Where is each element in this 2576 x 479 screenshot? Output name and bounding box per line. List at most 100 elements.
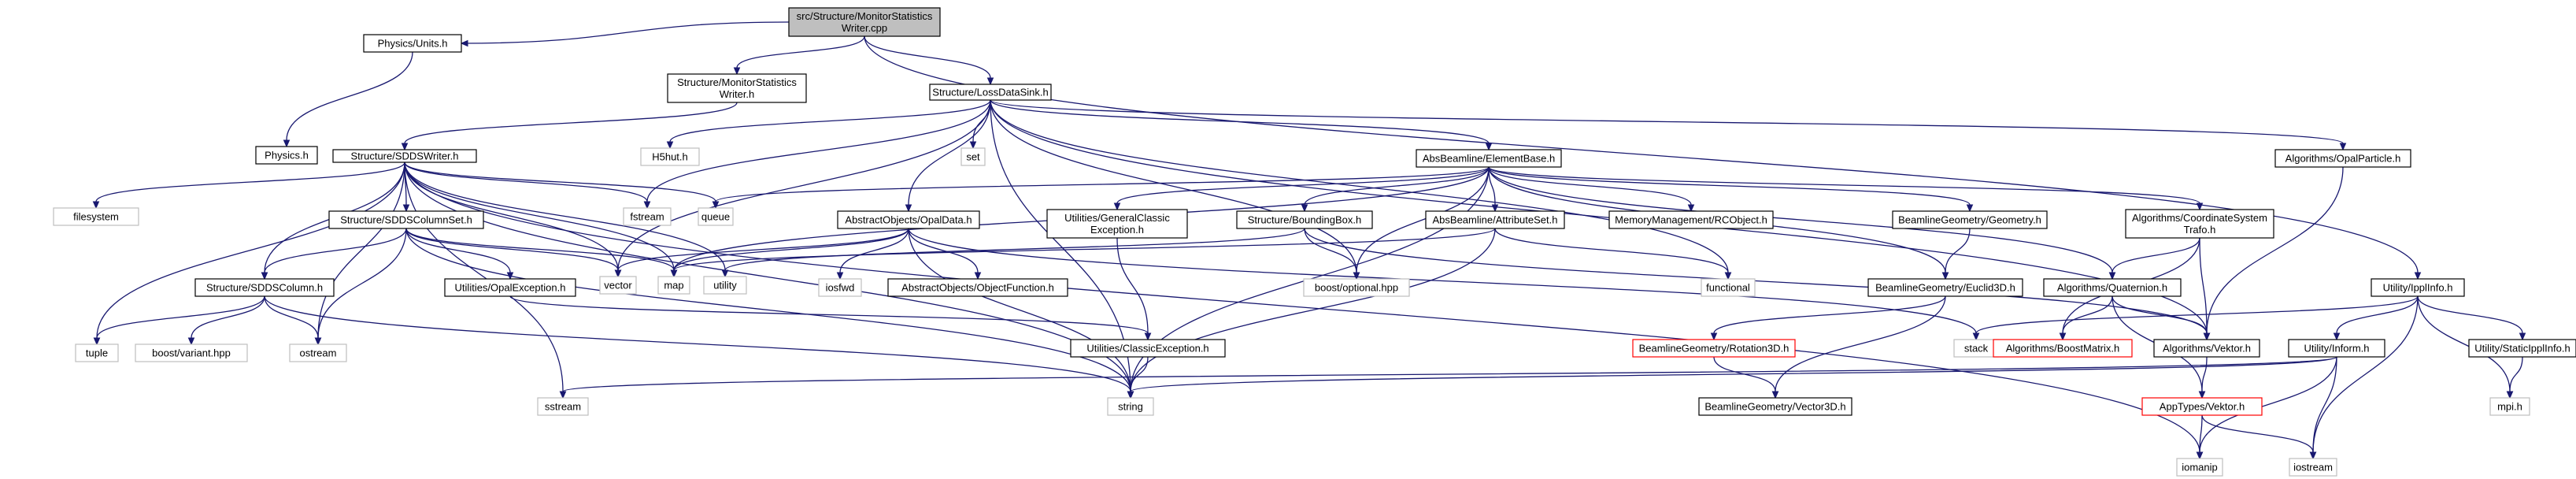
node-label: BeamlineGeometry/Vector3D.h [1704, 401, 1845, 413]
edge-root-to-lossdatasink [864, 35, 994, 86]
graph-nodes: src/Structure/MonitorStatisticsWriter.cp… [53, 7, 2576, 477]
node-apptypesvektor[interactable]: AppTypes/Vektor.h [2141, 397, 2263, 416]
edge-coordtrafo-to-quaternion [2108, 237, 2200, 280]
node-euclid3d[interactable]: BeamlineGeometry/Euclid3D.h [1867, 278, 2023, 297]
edge-algvektor-to-apptypesvektor [2198, 356, 2208, 399]
edge-genclassicexc-to-classicexc [1116, 237, 1152, 341]
edge-opalexception-to-classicexc [509, 295, 1152, 341]
node-functional: functional [1701, 278, 1756, 297]
node-label: Physics/Units.h [378, 38, 448, 50]
node-label: Structure/SDDSWriter.h [350, 150, 458, 162]
node-filesystem: filesystem [53, 207, 139, 226]
edge-quaternion-to-boostmatrix [2059, 295, 2113, 341]
node-objfunc[interactable]: AbstractObjects/ObjectFunction.h [887, 278, 1068, 297]
node-label: boost/optional.hpp [1315, 282, 1398, 294]
node-vector3d[interactable]: BeamlineGeometry/Vector3D.h [1698, 397, 1852, 416]
edge-euclid3d-to-rotation3d [1710, 295, 1946, 341]
edge-attributeset-to-functional [1494, 228, 1732, 280]
graph-edges [92, 21, 2526, 460]
node-opaldata[interactable]: AbstractObjects/OpalData.h [837, 210, 980, 229]
node-boostvariant: boost/variant.hpp [135, 343, 248, 362]
edge-sddswriter-to-filesystem [92, 162, 405, 210]
edge-sddscolumnset-to-opalexception [405, 228, 514, 280]
node-sddswriter[interactable]: Structure/SDDSWriter.h [332, 149, 477, 163]
node-label: mpi.h [2497, 401, 2522, 413]
node-staticippl[interactable]: Utility/StaticIpplInfo.h [2468, 339, 2576, 358]
node-geometry[interactable]: BeamlineGeometry/Geometry.h [1892, 210, 2048, 229]
node-queue: queue [698, 207, 734, 226]
node-attributeset[interactable]: AbsBeamline/AttributeSet.h [1425, 210, 1565, 229]
edge-geometry-to-euclid3d [1941, 228, 1971, 280]
edge-sddscolumn-to-ostream [264, 295, 322, 346]
node-fstream: fstream [623, 207, 672, 226]
edge-quaternion-to-algvektor [2112, 295, 2211, 341]
edge-lossdatasink-to-opalparticle [990, 99, 2347, 151]
node-label: ostream [300, 347, 337, 359]
node-classicexc[interactable]: Utilities/ClassicException.h [1070, 339, 1226, 358]
node-iostream: iostream [2289, 458, 2337, 477]
node-ippl[interactable]: Utility/IpplInfo.h [2371, 278, 2465, 297]
edge-sddscolumnset-to-sddscolumn [261, 228, 407, 280]
node-sddscolumn[interactable]: Structure/SDDSColumn.h [194, 278, 335, 297]
edge-units-to-physics [283, 51, 413, 148]
node-opalparticle[interactable]: Algorithms/OpalParticle.h [2274, 149, 2411, 168]
edge-lossdatasink-to-set [969, 99, 991, 150]
edge-boundingbox-to-boostoptional [1304, 228, 1360, 280]
node-label: AbsBeamline/AttributeSet.h [1433, 214, 1558, 226]
node-label: Algorithms/Vektor.h [2163, 343, 2251, 355]
node-label: AbsBeamline/ElementBase.h [1423, 153, 1555, 165]
node-label: stack [1964, 343, 1989, 355]
node-lossdatasink[interactable]: Structure/LossDataSink.h [929, 84, 1052, 101]
node-label: Exception.h [1090, 224, 1144, 236]
node-label: H5hut.h [652, 151, 688, 163]
node-utility: utility [703, 276, 747, 295]
edge-opaldata-to-iosfwd [836, 228, 909, 280]
edge-opaldata-to-string [908, 228, 1134, 399]
node-inform[interactable]: Utility/Inform.h [2288, 339, 2385, 358]
node-stack: stack [1953, 339, 1999, 358]
node-label: sstream [545, 401, 581, 413]
node-label: Utilities/ClassicException.h [1086, 343, 1208, 355]
node-label: vector [604, 280, 632, 291]
edge-ippl-to-inform [2333, 295, 2419, 341]
node-opalexception[interactable]: Utilities/OpalException.h [444, 278, 576, 297]
node-rotation3d[interactable]: BeamlineGeometry/Rotation3D.h [1632, 339, 1796, 358]
node-label: fstream [630, 211, 664, 223]
node-label: BeamlineGeometry/Euclid3D.h [1875, 282, 2015, 294]
node-iosfwd: iosfwd [818, 278, 862, 297]
node-quaternion[interactable]: Algorithms/Quaternion.h [2043, 278, 2182, 297]
edge-opalparticle-to-algvektor [2203, 166, 2344, 341]
node-label: Algorithms/BoostMatrix.h [2006, 343, 2120, 355]
node-label: Algorithms/CoordinateSystem [2132, 212, 2267, 224]
edge-inform-to-iomanip [2196, 356, 2337, 460]
node-boundingbox[interactable]: Structure/BoundingBox.h [1236, 210, 1373, 229]
node-label: AppTypes/Vektor.h [2160, 401, 2245, 413]
edge-root-to-msw [733, 35, 865, 76]
node-elementbase[interactable]: AbsBeamline/ElementBase.h [1416, 149, 1562, 168]
node-root[interactable]: src/Structure/MonitorStatisticsWriter.cp… [788, 7, 941, 37]
node-label: Writer.h [720, 88, 755, 100]
edge-ippl-to-stack [1972, 295, 2419, 341]
node-algvektor[interactable]: Algorithms/Vektor.h [2153, 339, 2260, 358]
node-label: Utilities/OpalException.h [455, 282, 566, 294]
node-sddscolumnset[interactable]: Structure/SDDSColumnSet.h [328, 210, 484, 229]
node-label: Utility/IpplInfo.h [2383, 282, 2453, 294]
edge-elementbase-to-queue [712, 166, 1490, 210]
node-label: Physics.h [265, 150, 309, 162]
node-units[interactable]: Physics/Units.h [363, 34, 462, 53]
node-label: string [1118, 401, 1143, 413]
edge-inform-to-sstream [559, 356, 2337, 399]
edge-opaldata-to-objfunc [908, 228, 982, 280]
edge-elementbase-to-boundingbox [1301, 166, 1490, 213]
node-h5hut: H5hut.h [640, 147, 700, 166]
node-rcobject[interactable]: MemoryManagement/RCObject.h [1608, 210, 1774, 229]
node-boostmatrix[interactable]: Algorithms/BoostMatrix.h [1993, 339, 2133, 358]
edge-root-to-units [460, 21, 790, 47]
node-physics[interactable]: Physics.h [255, 146, 318, 165]
edge-opaldata-to-vector [614, 228, 909, 278]
node-label: tuple [86, 347, 108, 359]
